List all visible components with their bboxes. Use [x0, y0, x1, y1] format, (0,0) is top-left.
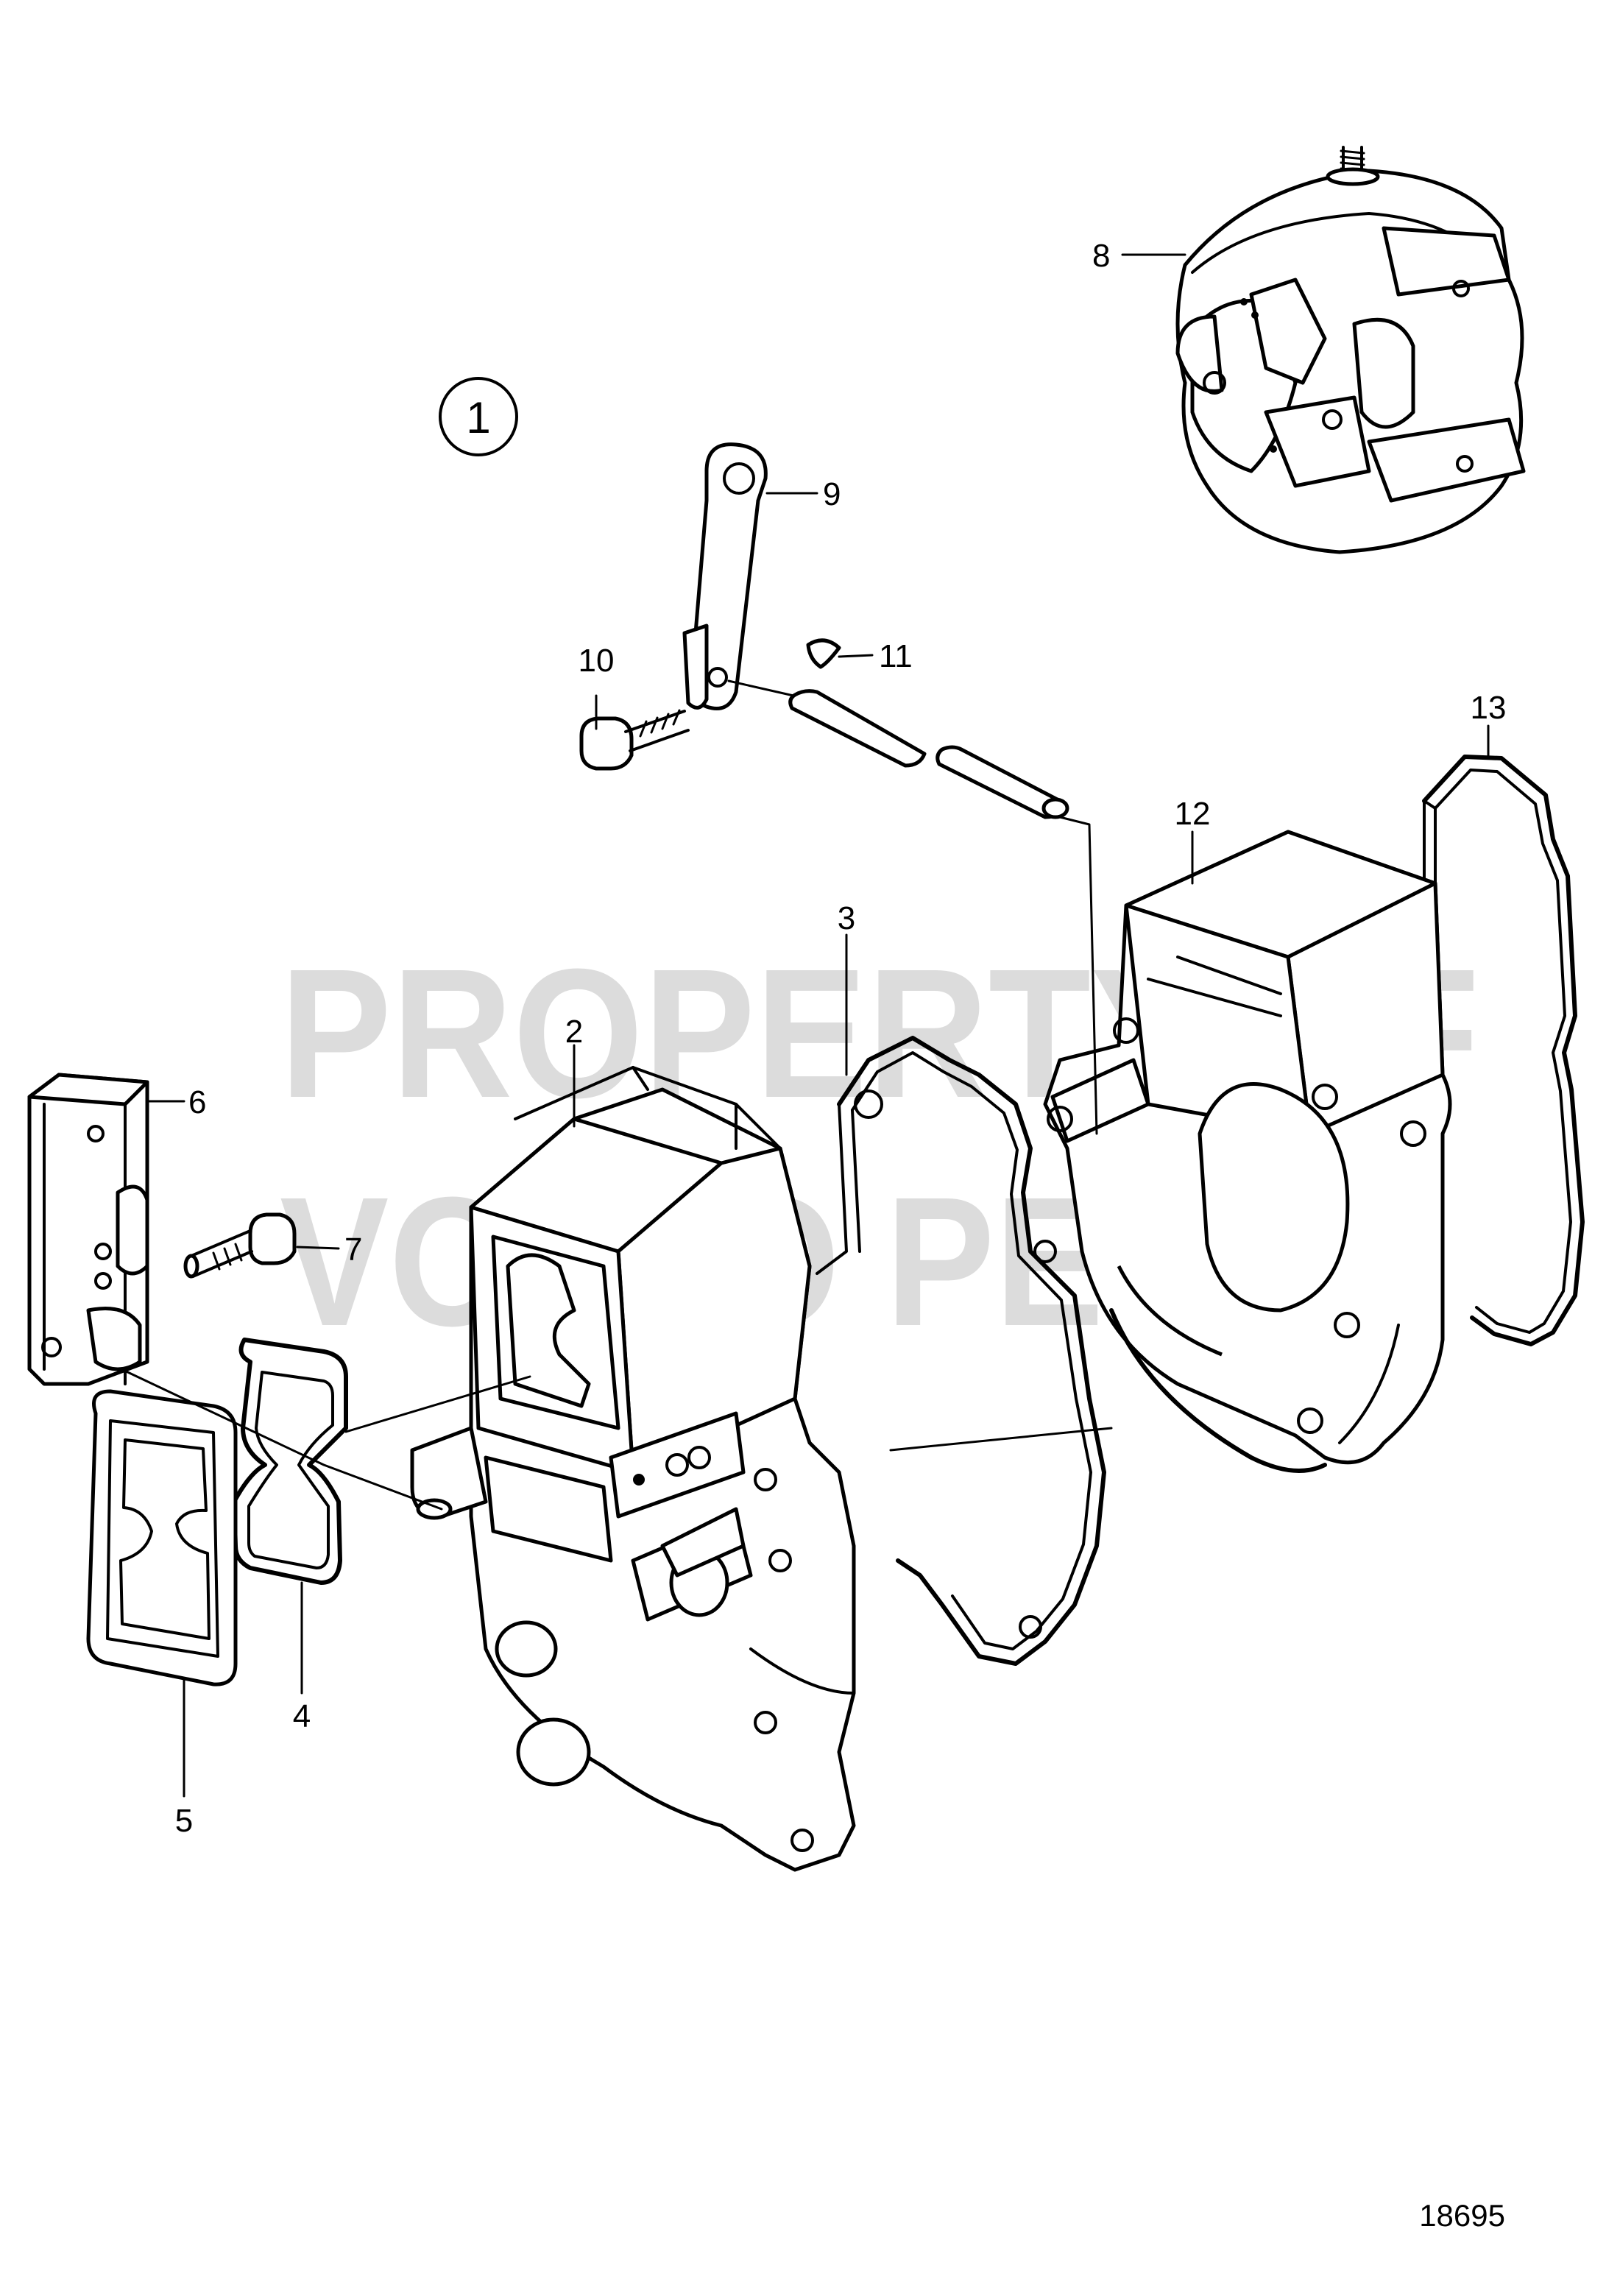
group-number-circle — [439, 377, 518, 456]
part-5-cover-plate — [86, 1389, 238, 1686]
part-3-gasket — [816, 1036, 1106, 1666]
group-number-text: 1 — [466, 393, 490, 442]
callout-3: 3 — [838, 900, 855, 936]
callout-6: 6 — [188, 1084, 206, 1120]
shaft-pieces — [788, 689, 1069, 819]
callout-2: 2 — [565, 1014, 583, 1050]
group-number-badge: 1 — [439, 377, 518, 456]
drawing-number: 18695 — [1419, 2198, 1505, 2233]
callout-11: 11 — [879, 638, 913, 674]
part-12-housing — [1043, 830, 1452, 1473]
part-2-front-housing — [410, 1066, 856, 1872]
part-6-block — [27, 1073, 149, 1386]
callout-7: 7 — [344, 1232, 362, 1268]
callout-12: 12 — [1175, 796, 1211, 832]
callout-13: 13 — [1471, 690, 1507, 726]
callout-10: 10 — [579, 643, 615, 679]
part-9-lever — [682, 442, 768, 710]
callout-labels: 2 3 4 5 6 7 8 9 10 11 12 13 — [175, 238, 1507, 1839]
callout-4: 4 — [293, 1698, 311, 1734]
leader-7 — [296, 1246, 340, 1250]
part-4-gasket — [232, 1338, 348, 1585]
part-11-key — [806, 638, 841, 669]
part-8-stator-assembly — [1175, 146, 1526, 554]
callout-8: 8 — [1092, 238, 1110, 274]
assembly-guide-lines — [120, 679, 1113, 1511]
part-10-bolt — [579, 709, 690, 771]
callout-5: 5 — [175, 1803, 193, 1839]
callout-leaders — [146, 253, 1490, 1798]
leader-11 — [838, 654, 874, 658]
part-7-bolt — [183, 1212, 297, 1279]
callout-9: 9 — [823, 476, 841, 512]
